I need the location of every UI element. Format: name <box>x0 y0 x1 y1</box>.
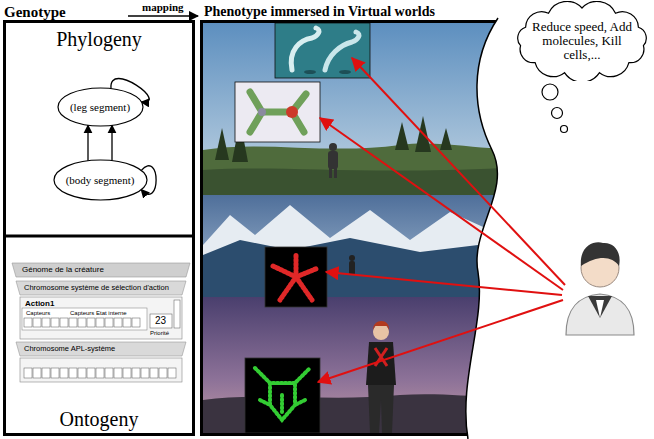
panel-heading: Genotype <box>4 4 66 21</box>
node-text: Reduce speed, Add molecules, Kill cells,… <box>530 20 634 63</box>
chromosome-title: Chromosome APL-système <box>24 344 115 353</box>
segment-ellipse: (body segment) <box>53 159 148 201</box>
gene-label: Priorité <box>150 330 169 336</box>
graph-arrow <box>87 125 88 161</box>
ellipse-shape <box>54 160 147 200</box>
ellipse-shape <box>58 88 143 126</box>
node-text: Phylogeny <box>56 28 142 50</box>
genome-title: Génome de la créature <box>22 265 104 274</box>
arrow-label: mapping <box>142 1 184 13</box>
thought-bubble: Reduce speed, Add molecules, Kill cells,… <box>512 1 652 81</box>
chromosome-title: Chromosome système de sélection d'action <box>24 283 169 292</box>
node-text: (body segment) <box>66 174 135 186</box>
panel-heading: Phenotype immersed in Virtual worlds <box>204 4 435 20</box>
node-text: Ontogeny <box>60 408 139 430</box>
cloud-shape <box>518 1 647 81</box>
gene-label: Action1 <box>25 299 54 308</box>
gene-value: 23 <box>155 315 166 326</box>
graph-arrow <box>111 125 112 161</box>
gene-label: Capteurs Etat interne <box>70 310 127 316</box>
segment-ellipse: (leg segment) <box>57 87 144 127</box>
node-text: (leg segment) <box>70 101 130 113</box>
phylogeny-panel: Phylogeny (leg segment) (body segment) <box>5 22 193 235</box>
gene-label: Capteurs <box>26 310 50 316</box>
